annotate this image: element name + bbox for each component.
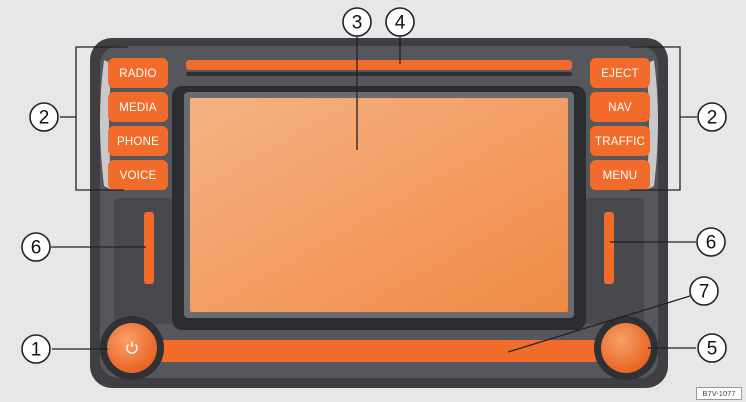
button-phone-label: PHONE bbox=[117, 136, 159, 148]
left-knob[interactable] bbox=[107, 323, 157, 373]
button-voice-label: VOICE bbox=[120, 170, 157, 182]
callout-4: 4 bbox=[395, 13, 406, 34]
callout-3: 3 bbox=[352, 13, 363, 34]
left-proximity-sensor bbox=[144, 212, 154, 284]
button-media-label: MEDIA bbox=[119, 102, 157, 114]
bottom-light-strip bbox=[158, 340, 600, 362]
right-proximity-sensor bbox=[604, 212, 614, 284]
callout-5: 5 bbox=[707, 339, 718, 360]
button-menu-label: MENU bbox=[603, 170, 638, 182]
cd-slot-shadow bbox=[186, 72, 572, 76]
cd-slot bbox=[186, 60, 572, 70]
button-radio-label: RADIO bbox=[119, 68, 156, 80]
callout-2-right: 2 bbox=[707, 108, 718, 129]
callout-7: 7 bbox=[699, 282, 710, 303]
button-traffic-label: TRAFFIC bbox=[595, 136, 645, 148]
reference-code: B7V-1077 bbox=[696, 387, 742, 400]
callout-1: 1 bbox=[31, 340, 42, 361]
callout-2-left: 2 bbox=[39, 108, 50, 129]
callout-6-left: 6 bbox=[31, 238, 42, 259]
button-eject-label: EJECT bbox=[601, 68, 638, 80]
touchscreen bbox=[190, 98, 568, 312]
callout-6-right: 6 bbox=[706, 233, 717, 254]
right-knob[interactable] bbox=[601, 323, 651, 373]
button-nav-label: NAV bbox=[608, 102, 632, 114]
